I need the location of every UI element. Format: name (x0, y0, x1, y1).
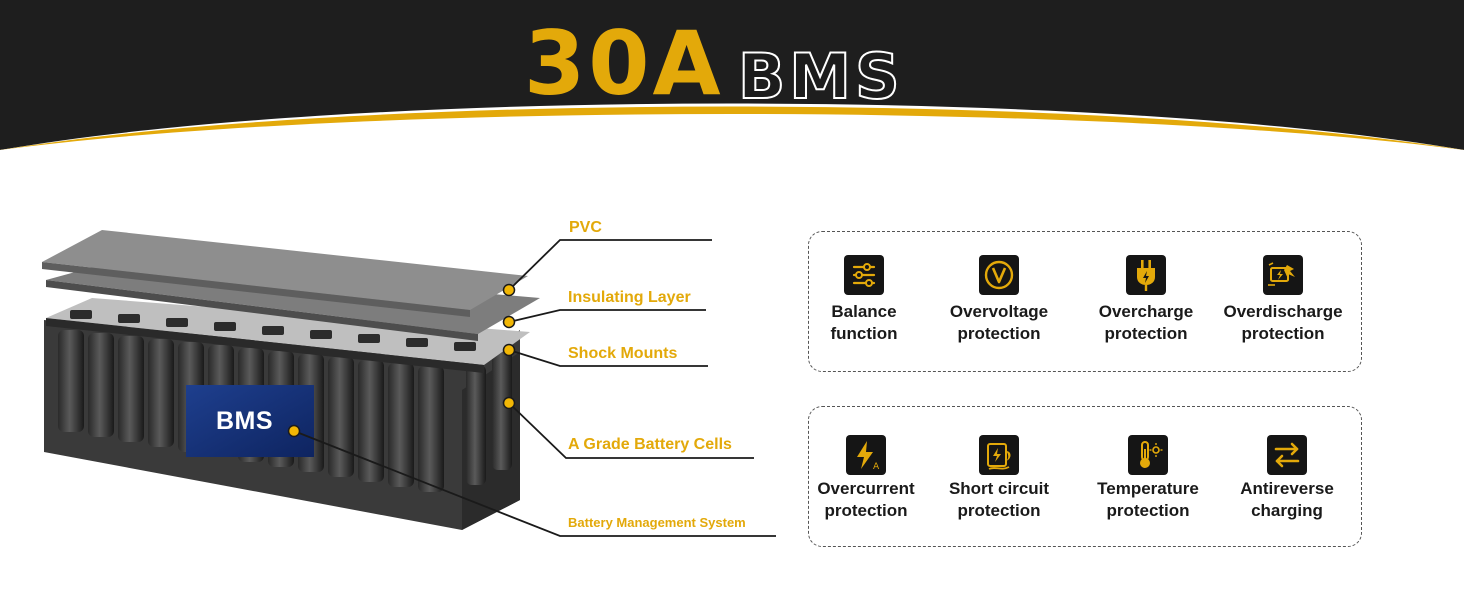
callout-shock: Shock Mounts (568, 345, 678, 362)
feature-label: Temperature protection (1097, 479, 1199, 520)
header-background (0, 0, 1464, 160)
features-panel-top: Balance function Overvoltage protection … (808, 231, 1362, 372)
callout-cells: A Grade Battery Cells (568, 436, 732, 453)
battery-illustration (42, 230, 776, 537)
discharge-icon (1263, 255, 1303, 295)
callout-pvc: PVC (569, 219, 602, 236)
feature-balance: Balance function (795, 232, 933, 373)
feature-overvoltage: Overvoltage protection (930, 232, 1068, 373)
features-panel-bottom: A Overcurrent protection Short circuit p… (808, 406, 1362, 547)
feature-short-circuit: Short circuit protection (930, 407, 1068, 548)
short-circuit-icon (979, 435, 1019, 475)
bms-board (186, 385, 314, 457)
feature-label: Balance function (830, 302, 898, 343)
feature-overcurrent: A Overcurrent protection (797, 407, 935, 548)
feature-label: Overvoltage protection (949, 302, 1049, 343)
feature-label: Antireverse charging (1240, 479, 1334, 520)
feature-label: Short circuit protection (948, 479, 1050, 520)
feature-label: Overdischarge protection (1223, 302, 1343, 343)
shock-marker (502, 343, 516, 357)
sliders-icon (844, 255, 884, 295)
header-banner: 30A BMS (0, 0, 1464, 160)
thermometer-icon (1128, 435, 1168, 475)
insulating-marker (502, 315, 516, 329)
cells-marker (502, 396, 516, 410)
feature-overdischarge: Overdischarge protection (1214, 232, 1352, 373)
svg-text:A: A (873, 462, 880, 472)
title-amperage: 30A (524, 12, 724, 115)
voltage-icon (979, 255, 1019, 295)
title-bms: BMS (737, 40, 904, 113)
feature-antireverse: Antireverse charging (1218, 407, 1356, 548)
bms-board-label: BMS (216, 407, 274, 435)
bms-marker (287, 424, 301, 438)
feature-label: Overcurrent protection (817, 479, 915, 520)
callout-insulating: Insulating Layer (568, 289, 691, 306)
lightning-icon: A (846, 435, 886, 475)
pvc-marker (502, 283, 516, 297)
feature-overcharge: Overcharge protection (1077, 232, 1215, 373)
page-title: 30A BMS (0, 14, 1464, 114)
battery-diagram: BMS PVC Insulating Layer Shock Mounts A … (0, 170, 800, 550)
feature-temperature: Temperature protection (1079, 407, 1217, 548)
callout-bms: Battery Management System (568, 515, 746, 530)
plug-icon (1126, 255, 1166, 295)
feature-label: Overcharge protection (1098, 302, 1194, 343)
reverse-arrows-icon (1267, 435, 1307, 475)
